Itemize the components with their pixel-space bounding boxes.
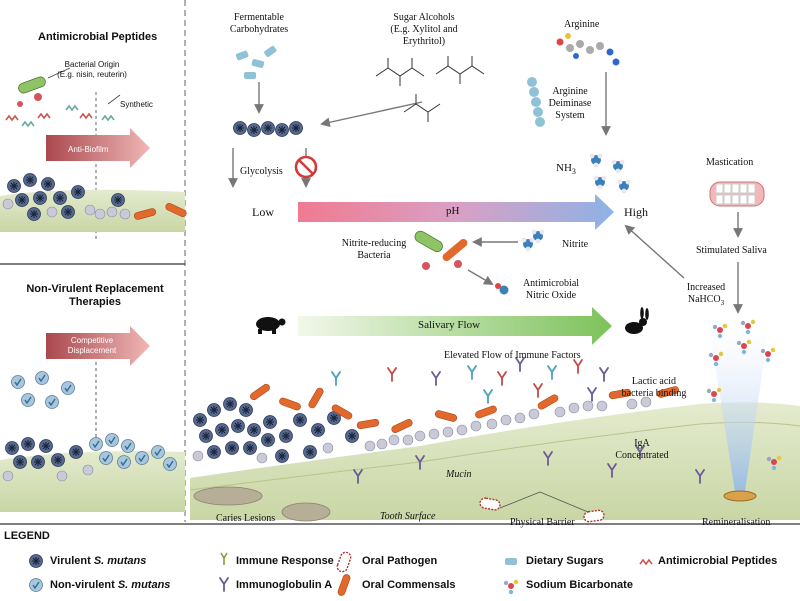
bacterial-origin-label: Bacterial Origin (E.g. nisin, reuterin) <box>52 60 132 80</box>
increased-line2: NaHCO3 <box>672 294 740 309</box>
iga-concentrated-label: IgA Concentrated <box>606 438 678 462</box>
sugar-alcohols-line2: (E.g. Xylitol and <box>390 24 458 35</box>
antimicrobial-line2: Nitric Oxide <box>525 290 577 301</box>
salivary-flow-label: Salivary Flow <box>418 319 481 331</box>
lactic-line1: Lactic acid <box>631 376 677 387</box>
sugar-alcohols-line3: Erythritol) <box>402 36 446 47</box>
legend-nonvirulent-species: S. mutans <box>117 579 171 591</box>
legend-nonvirulent-prefix: Non-virulent <box>50 579 118 591</box>
low-ph-label: Low <box>252 205 274 219</box>
amp-title: Antimicrobial Peptides <box>38 31 158 43</box>
ph-label: pH <box>446 205 460 217</box>
deiminase-line2: Deiminase <box>548 98 592 109</box>
increased-line1: Increased <box>686 282 726 293</box>
fermentable-line1: Fermentable <box>234 12 284 23</box>
iga-line2: Concentrated <box>615 450 669 461</box>
synthetic-label: Synthetic <box>120 100 153 109</box>
caries-lesions-label: Caries Lesions <box>216 513 276 524</box>
legend-sodium-bicarbonate: Sodium Bicarbonate <box>526 579 633 591</box>
high-ph-label: High <box>624 205 648 219</box>
elevated-flow-label: Elevated Flow of Immune Factors <box>444 350 581 361</box>
legend-title: LEGEND <box>4 530 50 542</box>
sugar-alcohols-line1: Sugar Alcohols <box>393 12 455 23</box>
arginine-label: Arginine <box>564 19 600 30</box>
increased-nahco3-label: Increased NaHCO3 <box>672 282 740 309</box>
physical-barrier-label: Physical Barrier <box>510 517 575 528</box>
nvr-title-line1: Non-Virulent Replacement <box>26 283 164 295</box>
anti-biofilm-label: Anti-Biofilm <box>68 145 109 154</box>
nahco-subscript: 3 <box>720 299 725 307</box>
nitrite-label: Nitrite <box>562 239 589 250</box>
glycolysis-label: Glycolysis <box>240 166 283 177</box>
legend-virulent: Virulent S. mutans <box>50 555 146 567</box>
tooth-surface-label: Tooth Surface <box>380 511 436 522</box>
deiminase-line1: Arginine <box>552 86 588 97</box>
legend-dietary-sugars: Dietary Sugars <box>526 555 604 567</box>
competitive-line1: Competitive <box>70 336 114 345</box>
legend-virulent-prefix: Virulent <box>50 555 94 567</box>
nitrite-reducing-line2: Bacteria <box>357 250 391 261</box>
nitrite-reducing-bacteria-label: Nitrite-reducing Bacteria <box>336 238 412 262</box>
mastication-label: Mastication <box>706 157 754 168</box>
nh3-label: NH3 <box>556 162 576 178</box>
nh3-subscript: 3 <box>571 167 576 177</box>
nvr-title-line2: Therapies <box>69 296 121 308</box>
remineralisation-label: Remineralisation <box>702 517 771 528</box>
nh3-text: NH <box>556 162 572 174</box>
competitive-displacement-label: Competitive Displacement <box>52 336 132 356</box>
bacterial-origin-line1: Bacterial Origin <box>64 60 120 69</box>
antimicrobial-line1: Antimicrobial <box>522 278 580 289</box>
sugar-alcohols-label: Sugar Alcohols (E.g. Xylitol and Erythri… <box>374 12 474 48</box>
legend-oral-pathogen: Oral Pathogen <box>362 555 438 567</box>
fermentable-line2: Carbohydrates <box>229 24 289 35</box>
fermentable-carbohydrates-label: Fermentable Carbohydrates <box>220 12 298 36</box>
lactic-acid-label: Lactic acid bacteria binding <box>616 376 692 400</box>
legend-immune-response: Immune Response <box>236 555 334 567</box>
mucin-label: Mucin <box>446 469 472 480</box>
legend-nonvirulent: Non-virulent S. mutans <box>50 579 170 591</box>
antimicrobial-nitric-oxide-label: Antimicrobial Nitric Oxide <box>512 278 590 302</box>
competitive-line2: Displacement <box>67 346 117 355</box>
deiminase-line3: System <box>555 110 585 121</box>
legend-oral-commensals: Oral Commensals <box>362 579 456 591</box>
nvr-title: Non-Virulent Replacement Therapies <box>14 283 176 309</box>
iga-line1: IgA <box>634 438 650 449</box>
legend-immunoglobulin-a: Immunoglobulin A <box>236 579 333 591</box>
arginine-deiminase-label: Arginine Deiminase System <box>544 86 596 122</box>
stimulated-saliva-label: Stimulated Saliva <box>696 245 767 256</box>
legend-antimicrobial-peptides: Antimicrobial Peptides <box>658 555 778 567</box>
legend-virulent-species: S. mutans <box>93 555 147 567</box>
nahco-text: NaHCO <box>687 294 721 305</box>
bacterial-origin-line2: (E.g. nisin, reuterin) <box>57 70 127 79</box>
lactic-line2: bacteria binding <box>621 388 687 399</box>
nitrite-reducing-line1: Nitrite-reducing <box>341 238 407 249</box>
